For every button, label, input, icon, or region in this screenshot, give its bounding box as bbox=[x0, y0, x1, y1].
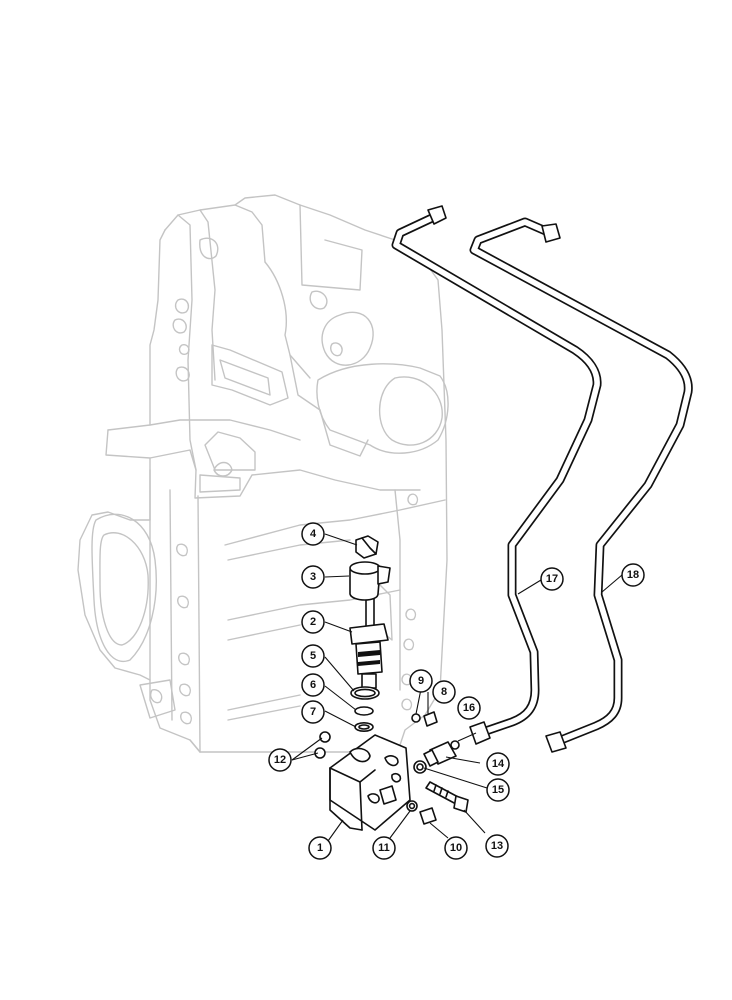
svg-text:16: 16 bbox=[463, 702, 475, 714]
svg-text:6: 6 bbox=[310, 679, 316, 691]
svg-text:5: 5 bbox=[310, 650, 316, 662]
plug-and-ring bbox=[411, 711, 438, 727]
svg-text:18: 18 bbox=[627, 569, 639, 581]
svg-text:3: 3 bbox=[310, 571, 316, 583]
leader-lines bbox=[291, 533, 623, 842]
nut bbox=[355, 535, 379, 559]
callout-18: 18 bbox=[621, 563, 645, 587]
svg-text:7: 7 bbox=[310, 706, 316, 718]
plug-and-ring-lower bbox=[406, 800, 437, 825]
solenoid-coil bbox=[349, 561, 391, 601]
svg-text:4: 4 bbox=[310, 528, 317, 540]
tube-18 bbox=[469, 217, 693, 753]
tube-17 bbox=[391, 205, 602, 745]
callouts: 1 2 3 4 5 6 7 8 bbox=[268, 522, 645, 860]
svg-text:17: 17 bbox=[546, 573, 558, 585]
callout-7: 7 bbox=[301, 700, 325, 724]
svg-text:12: 12 bbox=[274, 754, 286, 766]
cartridge-valve bbox=[349, 587, 389, 689]
callout-10: 10 bbox=[444, 836, 468, 860]
callout-17: 17 bbox=[540, 567, 564, 591]
callout-14: 14 bbox=[486, 752, 510, 776]
callout-1: 1 bbox=[308, 836, 332, 860]
callout-6: 6 bbox=[301, 673, 325, 697]
callout-4: 4 bbox=[301, 522, 325, 546]
callout-8: 8 bbox=[432, 680, 456, 704]
svg-text:15: 15 bbox=[492, 784, 504, 796]
valve-block bbox=[329, 734, 411, 831]
callout-2: 2 bbox=[301, 610, 325, 634]
svg-text:2: 2 bbox=[310, 616, 316, 628]
callout-5: 5 bbox=[301, 644, 325, 668]
svg-text:14: 14 bbox=[492, 758, 505, 770]
callout-12: 12 bbox=[268, 748, 292, 772]
adapter-fitting bbox=[413, 740, 460, 774]
bolt bbox=[425, 781, 469, 813]
callout-9: 9 bbox=[409, 669, 433, 693]
svg-text:9: 9 bbox=[418, 675, 424, 687]
svg-text:10: 10 bbox=[450, 842, 462, 854]
callout-16: 16 bbox=[457, 696, 481, 720]
svg-text:8: 8 bbox=[441, 686, 447, 698]
callout-13: 13 bbox=[485, 834, 509, 858]
callout-11: 11 bbox=[372, 836, 396, 860]
o-rings-12 bbox=[314, 731, 331, 759]
svg-text:11: 11 bbox=[378, 842, 390, 854]
callout-15: 15 bbox=[486, 778, 510, 802]
svg-text:13: 13 bbox=[491, 840, 503, 852]
callout-3: 3 bbox=[301, 565, 325, 589]
svg-text:1: 1 bbox=[317, 842, 323, 854]
housing-outline bbox=[77, 194, 449, 753]
